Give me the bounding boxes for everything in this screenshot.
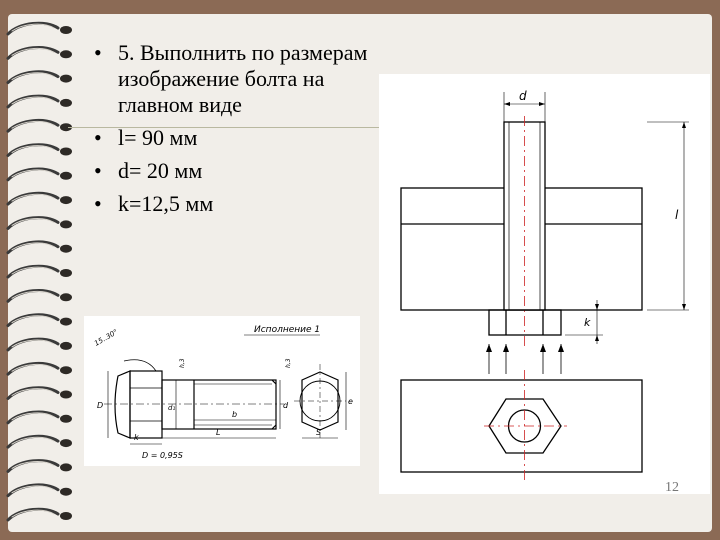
spiral-ring-highlight — [11, 169, 55, 178]
dim-d-label: d — [519, 89, 527, 103]
spiral-ring — [6, 483, 60, 498]
ref-d1-label: d₁ — [168, 404, 175, 412]
bullet-task: 5. Выполнить по размерам изображение бол… — [92, 40, 382, 118]
spiral-hole — [60, 26, 72, 34]
spiral-hole — [60, 98, 72, 107]
spiral-ring-highlight — [11, 120, 55, 129]
spiral-ring — [6, 386, 60, 400]
reference-bolt-drawing: Исполнение 1 15..30° D d₁ d h,3 h,3 b k … — [84, 316, 360, 466]
spiral-hole — [60, 74, 72, 83]
spiral-ring-highlight — [11, 291, 55, 299]
spiral-ring-highlight — [11, 193, 55, 202]
spiral-hole — [60, 147, 72, 156]
spiral-ring — [6, 94, 60, 109]
spiral-ring — [6, 240, 60, 255]
spiral-hole — [60, 366, 72, 375]
ref-D-label: D — [97, 401, 103, 410]
spiral-ring-highlight — [11, 412, 55, 421]
spiral-hole — [60, 341, 72, 350]
bullet-head-height: k=12,5 мм — [92, 191, 382, 217]
spiral-ring — [6, 289, 60, 303]
spiral-ring — [6, 118, 60, 133]
spiral-ring — [6, 216, 60, 230]
spiral-hole — [60, 293, 72, 302]
spiral-ring — [6, 434, 60, 449]
ref-k-label: k — [134, 433, 139, 442]
spiral-ring-highlight — [11, 436, 55, 445]
spiral-hole — [60, 171, 72, 180]
spiral-binding — [6, 21, 72, 522]
spiral-ring — [6, 410, 60, 425]
spiral-hole — [60, 512, 72, 520]
spiral-ring-highlight — [11, 388, 55, 396]
spiral-ring — [6, 46, 60, 60]
spiral-ring — [6, 167, 60, 182]
ref-h1-label: h,3 — [179, 358, 186, 368]
spiral-ring-highlight — [11, 96, 55, 105]
spiral-ring-highlight — [11, 218, 55, 226]
spiral-ring — [6, 264, 60, 279]
spiral-ring — [6, 459, 60, 473]
page-number: 12 — [665, 480, 679, 495]
spiral-hole — [60, 244, 72, 253]
spiral-ring — [6, 507, 60, 522]
ref-h2-label: h,3 — [285, 358, 292, 368]
ref-e-label: e — [348, 397, 353, 406]
ref-S-label: S — [316, 428, 321, 437]
spiral-ring — [6, 191, 60, 206]
bullet-list: 5. Выполнить по размерам изображение бол… — [92, 40, 382, 224]
spiral-ring-highlight — [11, 461, 55, 469]
bullet-length: l= 90 мм — [92, 125, 382, 151]
spiral-ring-highlight — [11, 315, 55, 324]
spiral-hole — [60, 414, 72, 423]
spiral-ring — [6, 361, 60, 376]
bullet-diameter: d= 20 мм — [92, 158, 382, 184]
spiral-ring-highlight — [11, 363, 55, 372]
dim-l-label: l — [675, 208, 679, 222]
spiral-hole — [60, 439, 72, 448]
spiral-ring-highlight — [11, 242, 55, 251]
ref-formula: D = 0,95S — [142, 451, 183, 460]
spiral-hole — [60, 269, 72, 277]
spiral-ring-highlight — [11, 509, 55, 518]
spiral-ring-highlight — [11, 485, 55, 494]
spiral-ring-highlight — [11, 23, 55, 32]
ref-angle-label: 15..30° — [93, 328, 119, 348]
spiral-hole — [60, 463, 72, 472]
spiral-hole — [60, 487, 72, 496]
spiral-hole — [60, 196, 72, 205]
ref-d-label: d — [283, 401, 289, 410]
spiral-ring-highlight — [11, 266, 55, 275]
dim-k-label: k — [584, 316, 591, 329]
spiral-hole — [60, 220, 72, 229]
spiral-ring-highlight — [11, 339, 55, 348]
spiral-ring-highlight — [11, 145, 55, 153]
spiral-hole — [60, 123, 72, 132]
spiral-ring-highlight — [11, 72, 55, 81]
spiral-ring — [6, 21, 60, 36]
spiral-ring — [6, 143, 60, 157]
spiral-hole — [60, 390, 72, 399]
ref-L-label: L — [216, 428, 220, 437]
spiral-ring — [6, 70, 60, 85]
spiral-ring-highlight — [11, 48, 55, 56]
spiral-hole — [60, 317, 72, 326]
spiral-hole — [60, 50, 72, 59]
ref-b-label: b — [232, 410, 237, 419]
main-bolt-drawing: d l k — [379, 74, 710, 494]
ref-title: Исполнение 1 — [254, 325, 320, 335]
spiral-ring — [6, 337, 60, 352]
spiral-ring — [6, 313, 60, 328]
